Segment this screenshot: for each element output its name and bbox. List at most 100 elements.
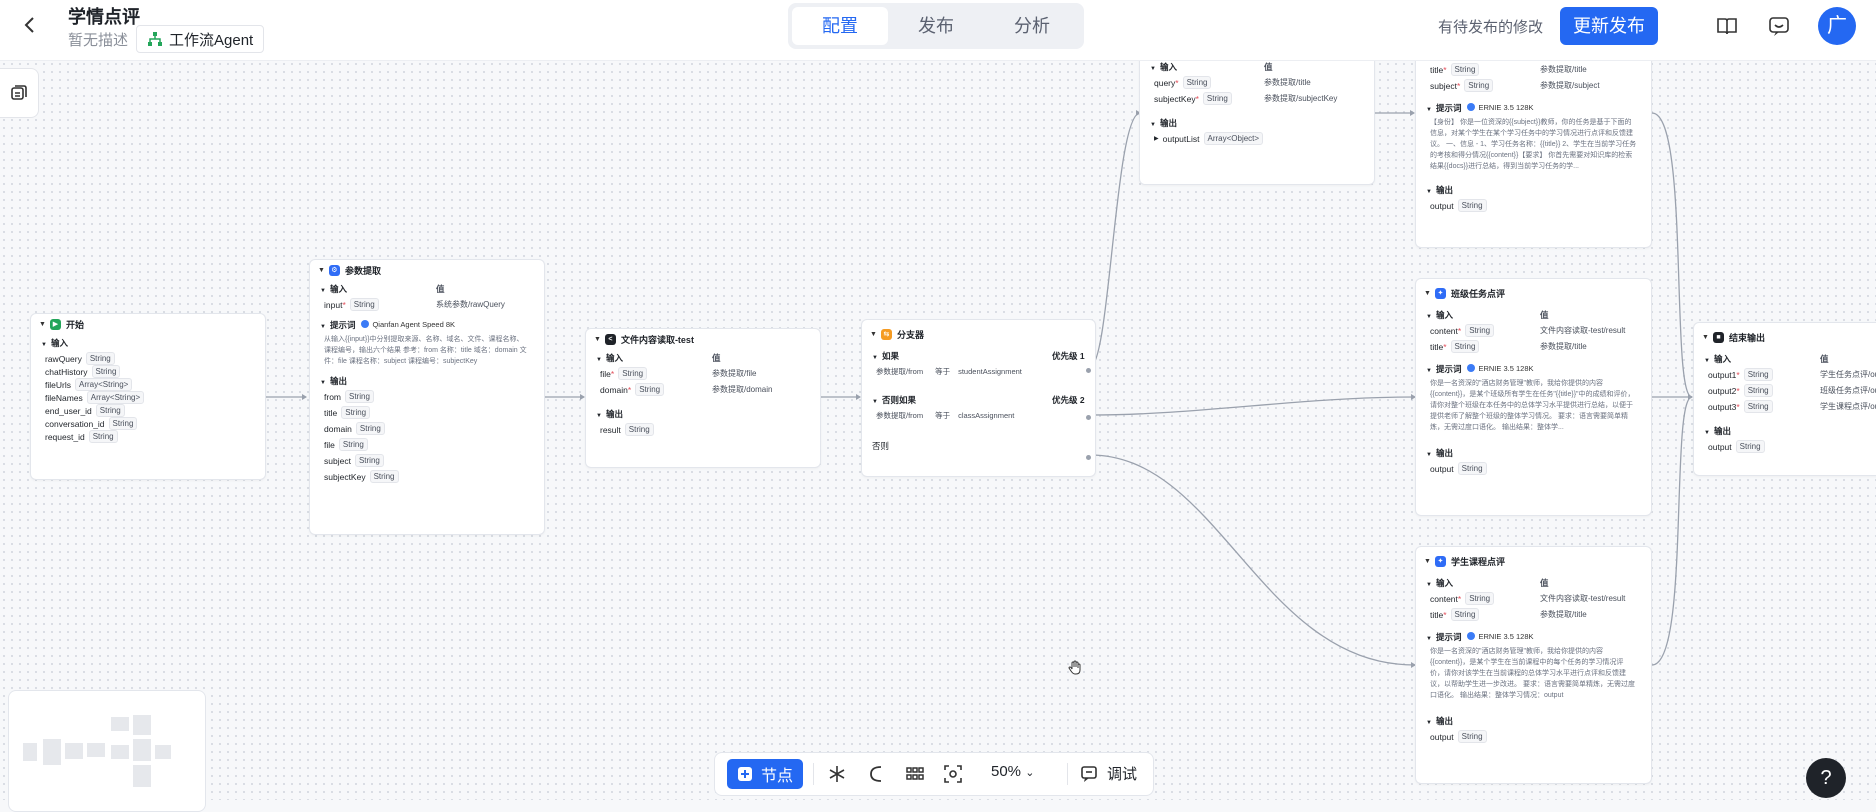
field-value: 参数提取/title (1540, 65, 1587, 74)
hand-cursor-icon (1068, 660, 1081, 675)
back-button[interactable] (18, 14, 42, 38)
value-header: 值 (1540, 578, 1549, 588)
field-name: file (600, 368, 611, 379)
agent-type-badge[interactable]: 工作流Agent (136, 25, 265, 53)
user-avatar[interactable]: 广 (1818, 7, 1856, 45)
field-value: 参数提取/subject (1540, 81, 1600, 90)
update-publish-button[interactable]: 更新发布 (1560, 7, 1658, 45)
branch-port-2[interactable] (1086, 415, 1091, 420)
tab-analysis[interactable]: 分析 (1014, 16, 1050, 36)
type-tag: String (95, 404, 125, 417)
fit-view-icon[interactable] (943, 764, 963, 784)
value-header: 值 (712, 353, 721, 363)
field-value: 参数提取/file (712, 369, 757, 378)
branch-port-1[interactable] (1086, 368, 1091, 373)
start-node-icon: ▶ (49, 318, 61, 330)
field-value: 参数提取/title (1264, 78, 1311, 87)
type-tag: String (1464, 79, 1494, 92)
tab-publish[interactable]: 发布 (918, 16, 954, 36)
help-button[interactable]: ? (1806, 758, 1846, 798)
field-name: query (1154, 77, 1176, 88)
type-tag: Array<String> (74, 378, 133, 391)
field-name: rawQuery (45, 353, 82, 364)
field-name: output (1430, 731, 1454, 742)
value-header: 值 (1540, 310, 1549, 320)
condition-label: 如果 (881, 351, 899, 361)
end-node-icon: ■ (1712, 331, 1724, 343)
type-tag: String (1182, 76, 1212, 89)
type-tag: String (1457, 199, 1487, 212)
zoom-level: 50% (991, 763, 1022, 780)
model-icon (1467, 364, 1476, 372)
section-label: 提示词 (329, 320, 356, 330)
app-description: 暂无描述 (68, 32, 129, 49)
value-header: 值 (1264, 62, 1273, 72)
wire-student-end (1651, 396, 1693, 666)
value-header: 值 (436, 284, 445, 294)
field-name: output3 (1708, 401, 1737, 412)
field-name: result (600, 424, 621, 435)
field-value: 参数提取/subjectKey (1264, 94, 1338, 103)
node-title: 开始 (65, 319, 84, 330)
section-label: 输入 (1159, 62, 1177, 72)
section-label: 输出 (329, 376, 347, 386)
tab-config[interactable]: 配置 (792, 7, 888, 45)
node-title: 学生课程点评 (1450, 556, 1505, 567)
field-name: domain (600, 384, 628, 395)
section-label: 输入 (329, 284, 347, 294)
node-title: 班级任务点评 (1450, 288, 1505, 299)
type-tag: String (1465, 592, 1495, 605)
field-value: 文件内容读取-test/result (1540, 594, 1626, 603)
add-node-button[interactable]: 节点 (727, 759, 803, 789)
branch-port-else[interactable] (1086, 455, 1091, 460)
type-tag: String (1450, 63, 1480, 76)
field-name: from (324, 391, 341, 402)
field-value: 系统参数/rawQuery (436, 300, 505, 309)
type-tag: String (1457, 730, 1487, 743)
book-icon[interactable] (1716, 15, 1738, 37)
field-name: request_id (45, 431, 85, 442)
grid-icon[interactable] (905, 764, 925, 784)
node-title: 参数提取 (344, 265, 381, 276)
auto-layout-icon[interactable] (827, 764, 847, 784)
field-value: 班级任务点评/out (1820, 386, 1876, 395)
model-name: Qianfan Agent Speed 8K (372, 319, 456, 329)
model-name: ERNIE 3.5 128K (1478, 631, 1534, 641)
type-tag: Array<Object> (1203, 132, 1264, 145)
type-tag: String (341, 406, 371, 419)
type-tag: String (1465, 324, 1495, 337)
value-header: 值 (1820, 354, 1829, 364)
type-tag: String (85, 352, 115, 365)
llm-node-icon: ✦ (1434, 287, 1446, 299)
debug-label: 调试 (1107, 766, 1138, 783)
section-label: 输入 (50, 338, 68, 348)
zoom-select[interactable]: 50% ⌄ (991, 763, 1034, 780)
connection-style-icon[interactable] (865, 764, 885, 784)
type-tag: String (338, 438, 368, 451)
condition-label: 否则如果 (881, 395, 916, 405)
plus-icon (737, 767, 752, 781)
top-bar: 学情点评 暂无描述 工作流Agent 配置 发布 分析 有待发布的修改 更新发布… (0, 0, 1876, 61)
prompt-text: 你是一名资深的"酒店财务管理"教师，我给你提供的内容{{content}}，是某… (1430, 380, 1635, 431)
prompt-text: 你是一名资深的"酒店财务管理"教师，我给你提供的内容{{content}}，是某… (1430, 648, 1635, 699)
minimap[interactable] (8, 690, 206, 812)
field-name: end_user_id (45, 405, 92, 416)
feedback-icon[interactable] (1768, 15, 1790, 37)
field-value: 学生任务点评/out (1820, 370, 1876, 379)
type-tag: String (108, 417, 138, 430)
node-list-toggle[interactable] (0, 68, 39, 118)
canvas-toolbar: 节点 50% ⌄ 调试 (714, 752, 1154, 796)
pending-changes-text: 有待发布的修改 (1438, 19, 1544, 36)
condition-left: 参数提取/from (876, 367, 924, 376)
debug-button[interactable]: 调试 (1081, 763, 1137, 784)
